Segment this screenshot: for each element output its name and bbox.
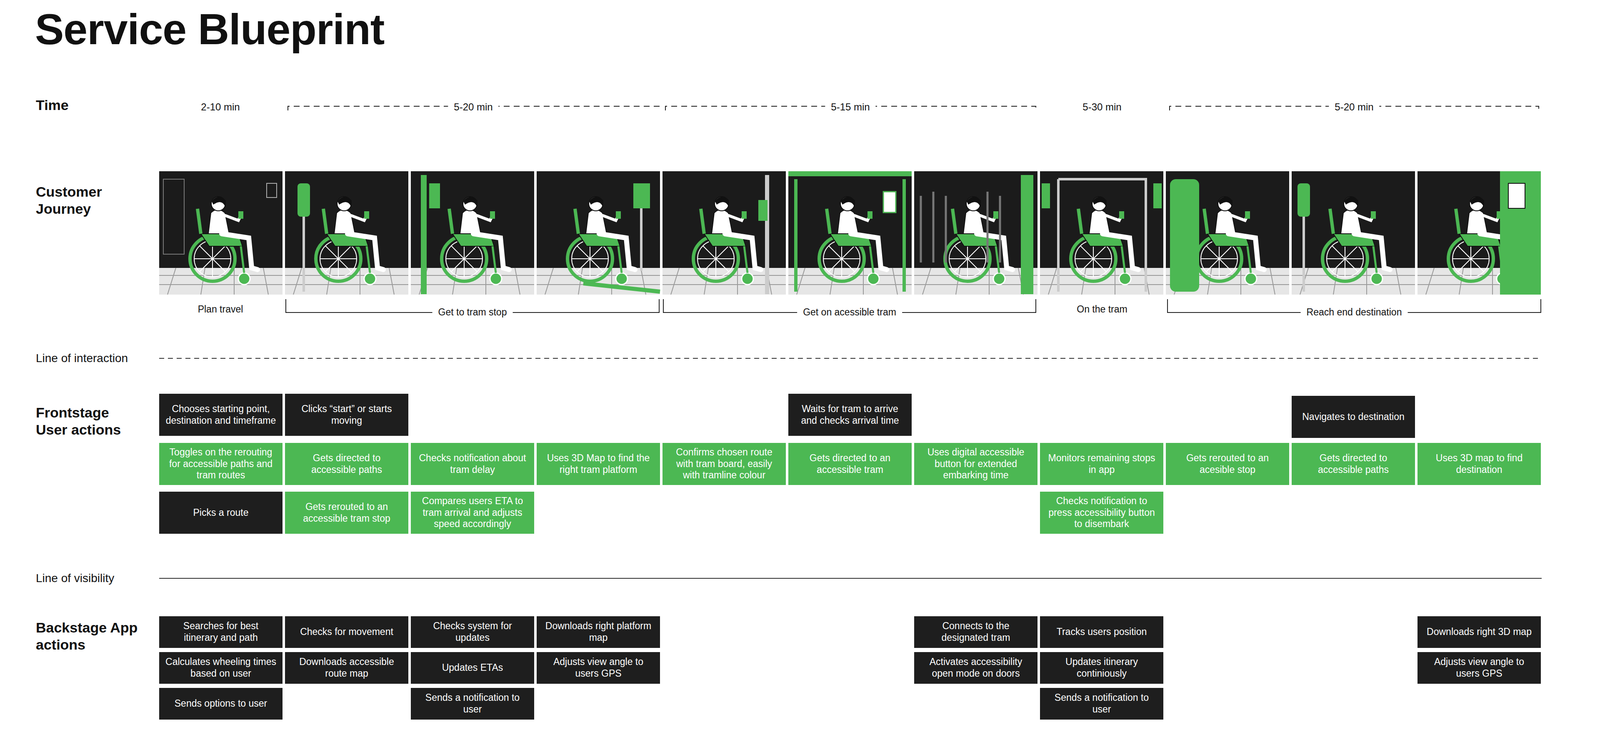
label-text: 5-20 min	[447, 101, 499, 114]
label-text: 5-15 min	[825, 101, 876, 114]
app-action-box: Downloads right 3D map	[1417, 616, 1541, 648]
label-text: 5-20 min	[1328, 101, 1380, 114]
box-text: Uses 3D Map to find the right tram platf…	[542, 452, 655, 476]
app-action-box: Sends a notification to user	[1040, 687, 1164, 720]
box-text: Sends a notification to user	[416, 692, 529, 715]
label-text: Line of interaction	[35, 351, 128, 366]
user-action-box: Gets directed to accessible paths	[1291, 442, 1415, 485]
diagram-title: Service Blueprint	[35, 3, 385, 56]
box-text: Downloads right platform map	[542, 620, 655, 644]
box-text: Compares users ETA to tram arrival and a…	[416, 495, 529, 530]
label-text: Customer Journey	[35, 183, 132, 218]
user-action-box: Toggles on the rerouting for accessible …	[159, 442, 283, 485]
user-action-box: Uses 3D Map to find the right tram platf…	[536, 442, 660, 485]
user-action-box: Navigates to destination	[1291, 395, 1415, 438]
box-text: Gets rerouted to an acesible stop	[1171, 452, 1284, 476]
user-action-box: Uses digital accessible button for exten…	[914, 442, 1038, 485]
box-text: Updates ETAs	[442, 662, 504, 674]
app-action-box: Activates accessibility open mode on doo…	[914, 652, 1038, 684]
app-action-box: Searches for best itinerary and path	[159, 616, 283, 648]
label-text: Plan travel	[197, 303, 244, 316]
box-text: Confirms chosen route with tram board, e…	[668, 446, 780, 482]
box-text: Adjusts view angle to users GPS	[542, 656, 655, 680]
box-text: Updates itinerary continiously	[1045, 656, 1158, 680]
label-text: Backstage App actions	[35, 619, 145, 654]
line-of-interaction	[159, 357, 1542, 359]
user-action-box: Gets directed to an accessible tram	[788, 442, 912, 485]
label-text: 2-10 min	[195, 101, 246, 114]
box-text: Gets directed to accessible paths	[290, 452, 403, 476]
user-action-box: Gets rerouted to an accessible tram stop	[285, 491, 409, 534]
app-action-box: Adjusts view angle to users GPS	[1417, 652, 1541, 684]
label-text: Frontstage User actions	[35, 404, 145, 439]
user-action-box: Waits for tram to arrive and checks arri…	[788, 393, 912, 436]
label-text: Get on acessible tram	[797, 306, 903, 319]
user-action-box: Gets rerouted to an acesible stop	[1165, 442, 1290, 485]
app-action-box: Adjusts view angle to users GPS	[536, 652, 660, 684]
box-text: Checks system for updates	[416, 620, 529, 644]
box-text: Checks notification to press accessibili…	[1045, 495, 1158, 530]
box-text: Calculates wheeling times based on user	[165, 656, 277, 680]
app-action-box: Downloads right platform map	[536, 616, 660, 648]
label-text: Line of visibility	[35, 571, 115, 586]
app-action-box: Sends options to user	[159, 687, 283, 720]
app-action-box: Calculates wheeling times based on user	[159, 652, 283, 684]
user-action-box: Chooses starting point, destination and …	[159, 393, 283, 436]
user-action-box: Confirms chosen route with tram board, e…	[662, 442, 786, 485]
label-text: On the tram	[1076, 303, 1128, 316]
journey-illustrations	[159, 171, 1541, 295]
app-action-box: Connects to the designated tram	[914, 616, 1038, 648]
user-action-box: Clicks “start” or starts moving	[285, 393, 409, 436]
label-text: 5-30 min	[1076, 101, 1128, 114]
box-text: Toggles on the rerouting for accessible …	[165, 446, 277, 482]
box-text: Uses 3D map to find destination	[1423, 452, 1535, 476]
label-text: Time	[35, 96, 69, 114]
box-text: Connects to the designated tram	[920, 620, 1032, 644]
user-action-box: Picks a route	[159, 491, 283, 534]
box-text: Uses digital accessible button for exten…	[920, 446, 1032, 482]
box-text: Chooses starting point, destination and …	[165, 403, 277, 427]
label-text: Get to tram stop	[432, 306, 513, 319]
box-text: Gets rerouted to an accessible tram stop	[290, 501, 403, 525]
user-action-box: Monitors remaining stops in app	[1040, 442, 1164, 485]
box-text: Tracks users position	[1056, 626, 1147, 638]
box-text: Gets directed to accessible paths	[1297, 452, 1410, 476]
user-action-box: Gets directed to accessible paths	[285, 442, 409, 485]
box-text: Clicks “start” or starts moving	[290, 403, 403, 427]
user-action-box: Checks notification about tram delay	[410, 442, 535, 485]
box-text: Monitors remaining stops in app	[1045, 452, 1158, 476]
app-action-box: Updates itinerary continiously	[1040, 652, 1164, 684]
box-text: Activates accessibility open mode on doo…	[920, 656, 1032, 680]
box-text: Picks a route	[193, 507, 249, 519]
box-text: Gets directed to an accessible tram	[794, 452, 906, 476]
app-action-box: Tracks users position	[1040, 616, 1164, 648]
user-action-box: Checks notification to press accessibili…	[1040, 491, 1164, 534]
box-text: Adjusts view angle to users GPS	[1423, 656, 1535, 680]
box-text: Sends a notification to user	[1045, 692, 1158, 715]
app-action-box: Checks for movement	[285, 616, 409, 648]
box-text: Checks notification about tram delay	[416, 452, 529, 476]
box-text: Searches for best itinerary and path	[165, 620, 277, 644]
user-action-box: Compares users ETA to tram arrival and a…	[410, 491, 535, 534]
box-text: Navigates to destination	[1302, 411, 1405, 423]
app-action-box: Updates ETAs	[410, 652, 535, 684]
app-action-box: Downloads accessible route map	[285, 652, 409, 684]
user-action-box: Uses 3D map to find destination	[1417, 442, 1541, 485]
box-text: Waits for tram to arrive and checks arri…	[794, 403, 906, 427]
box-text: Sends options to user	[174, 697, 268, 710]
app-action-box: Sends a notification to user	[410, 687, 535, 720]
label-text: Reach end destination	[1300, 306, 1408, 319]
line-of-visibility	[159, 577, 1542, 579]
box-text: Checks for movement	[300, 626, 394, 638]
box-text: Downloads right 3D map	[1426, 626, 1532, 638]
app-action-box: Checks system for updates	[410, 616, 535, 648]
box-text: Downloads accessible route map	[290, 656, 403, 680]
